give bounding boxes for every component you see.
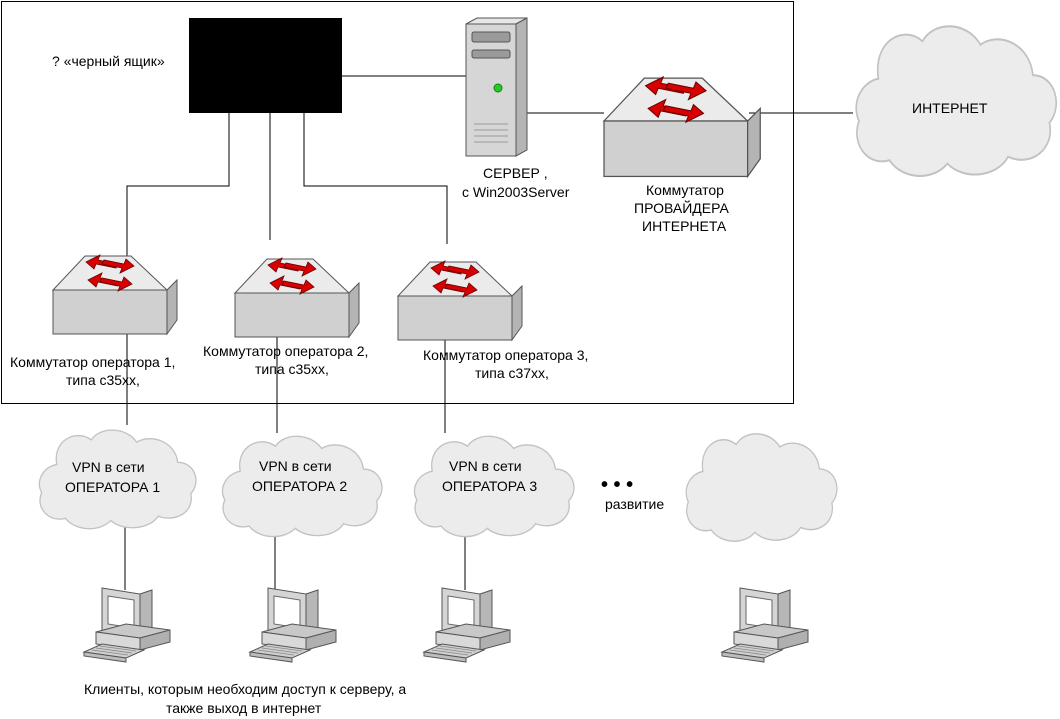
internet-cloud-label: ИНТЕРНЕТ — [912, 100, 988, 116]
vpn-cloud-2-line1: VPN в сети — [259, 458, 332, 474]
vpn-cloud-1-line2: ОПЕРАТОРА 1 — [65, 479, 160, 495]
provider-switch-line2: ПРОВАЙДЕРА — [634, 199, 729, 216]
vpn-cloud-3-line1: VPN в сети — [449, 458, 522, 474]
provider-switch-icon — [603, 76, 761, 178]
development-cloud-icon — [685, 433, 838, 542]
provider-switch-line1: Коммутатор — [646, 182, 724, 198]
operator-switch-icon-1 — [52, 254, 178, 335]
operator-switch-3-line1: Коммутатор оператора 3, — [423, 347, 588, 363]
clients-label-line1: Клиенты, которым необходим доступ к серв… — [84, 681, 406, 697]
operator-switch-icon-2 — [234, 257, 360, 338]
provider-switch-line3: ИНТЕРНЕТА — [642, 218, 727, 234]
operator-switch-3-line2: типа с37хх, — [475, 365, 549, 381]
server-label-line1: СЕРВЕР , — [483, 165, 548, 181]
server-label-line2: с Win2003Server — [462, 184, 570, 200]
main-frame — [1, 1, 794, 404]
connection-lines — [124, 75, 853, 590]
server-led — [493, 83, 503, 93]
operator-switch-icon-3 — [397, 260, 523, 341]
workstation-icon-3 — [423, 587, 511, 663]
workstation-icon-2 — [249, 587, 337, 663]
vpn-cloud-1-line1: VPN в сети — [72, 459, 145, 475]
workstation-icon-1 — [83, 587, 171, 663]
ellipsis-dots: • • • — [601, 474, 633, 496]
operator-switch-2-line1: Коммутатор оператора 2, — [203, 343, 368, 359]
vpn-cloud-3-line2: ОПЕРАТОРА 3 — [442, 478, 537, 494]
vpn-cloud-2-line2: ОПЕРАТОРА 2 — [252, 478, 347, 494]
black-box — [189, 18, 342, 113]
server-icon — [465, 17, 528, 157]
workstation-icon-4 — [721, 587, 809, 663]
clients-label-line2: также выход в интернет — [166, 700, 322, 716]
development-label: развитие — [605, 496, 664, 512]
operator-switch-2-line2: типа с35хх, — [255, 361, 329, 377]
operator-switch-1-line1: Коммутатор оператора 1, — [10, 354, 175, 370]
black-box-label: ? «черный ящик» — [52, 53, 165, 69]
operator-switch-1-line2: типа с35хх, — [66, 372, 140, 388]
